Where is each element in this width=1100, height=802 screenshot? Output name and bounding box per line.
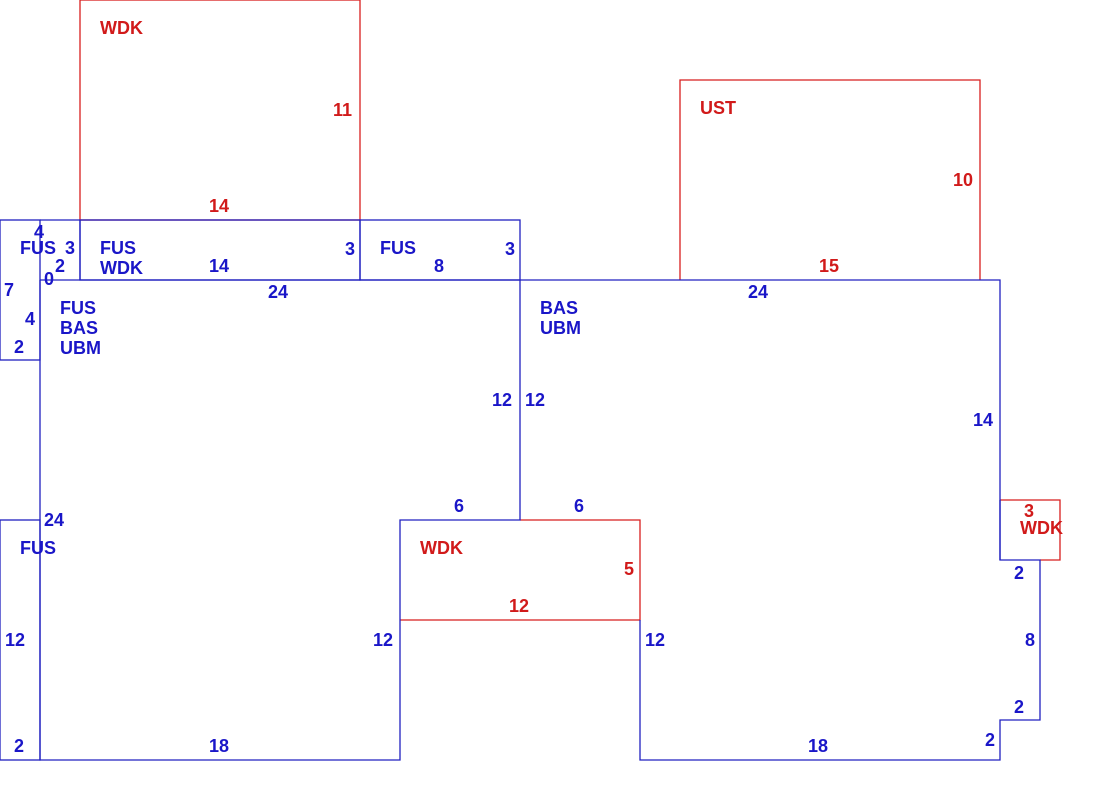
mid-fus-label: FUS <box>100 238 136 258</box>
right-bottom-dim: 18 <box>808 736 828 756</box>
wdk-mid-label: WDK <box>420 538 463 558</box>
mid-side-dim: 3 <box>345 239 355 259</box>
small-left-dim-3: 3 <box>65 238 75 258</box>
small-left-dim-0: 0 <box>44 269 54 289</box>
ust-bottom-dim: 15 <box>819 256 839 276</box>
main-bottom-dim: 18 <box>209 736 229 756</box>
ust-label: UST <box>700 98 736 118</box>
right-outline <box>520 279 1041 761</box>
wdk-small-outline <box>1000 499 1061 561</box>
left-fus-label: FUS <box>20 538 56 558</box>
wdk-mid-outline <box>400 519 641 621</box>
main-outline <box>39 279 521 761</box>
left-fus-outline <box>0 519 41 761</box>
small-left-dim-4: 4 <box>25 309 35 329</box>
main-side-dim: 24 <box>44 510 64 530</box>
ust-outline <box>679 79 981 280</box>
small-left-top-dim: 4 <box>34 222 44 242</box>
right-bas-label: BAS <box>540 298 578 318</box>
main-right-dim: 12 <box>492 390 512 410</box>
right-side-dim: 14 <box>973 410 993 430</box>
fus8-side-dim: 3 <box>505 239 515 259</box>
wdk-mid-bottom-dim: 12 <box>509 596 529 616</box>
small-left-dim-7: 7 <box>4 280 14 300</box>
main-notch-dim: 6 <box>454 496 464 516</box>
right-step-dim-bottom: 2 <box>985 730 995 750</box>
right-lower-dim: 12 <box>645 630 665 650</box>
main-bas-label: BAS <box>60 318 98 338</box>
small-left-bottom-dim: 2 <box>14 337 24 357</box>
left-bottom-dim: 2 <box>14 736 24 756</box>
wdk-mid-side-dim: 5 <box>624 559 634 579</box>
right-left-dim: 12 <box>525 390 545 410</box>
wdk-small-dim: 3 <box>1024 501 1034 521</box>
wdk-top-side-dim: 11 <box>333 100 352 120</box>
left-side-dim: 12 <box>5 630 25 650</box>
right-step-dim-side: 8 <box>1025 630 1035 650</box>
main-ubm-label: UBM <box>60 338 101 358</box>
ust-side-dim: 10 <box>953 170 973 190</box>
small-left-fus-label: FUS <box>20 238 56 258</box>
small-left-dim-2: 2 <box>55 256 65 276</box>
wdk-top-label: WDK <box>100 18 143 38</box>
mid-wdk-label: WDK <box>100 258 143 278</box>
right-step-dim-inner: 2 <box>1014 697 1024 717</box>
main-lower-right-dim: 12 <box>373 630 393 650</box>
mid-bottom-dim: 14 <box>209 256 229 276</box>
main-fus-label: FUS <box>60 298 96 318</box>
wdk-top-bottom-dim: 14 <box>209 196 229 216</box>
right-notch-dim: 6 <box>574 496 584 516</box>
right-ubm-label: UBM <box>540 318 581 338</box>
fus8-label: FUS <box>380 238 416 258</box>
fus8-bottom-dim: 8 <box>434 256 444 276</box>
right-top-dim: 24 <box>748 282 768 302</box>
wdk-small-label: WDK <box>1020 518 1063 538</box>
main-top-dim: 24 <box>268 282 288 302</box>
right-step-dim-top: 2 <box>1014 563 1024 583</box>
